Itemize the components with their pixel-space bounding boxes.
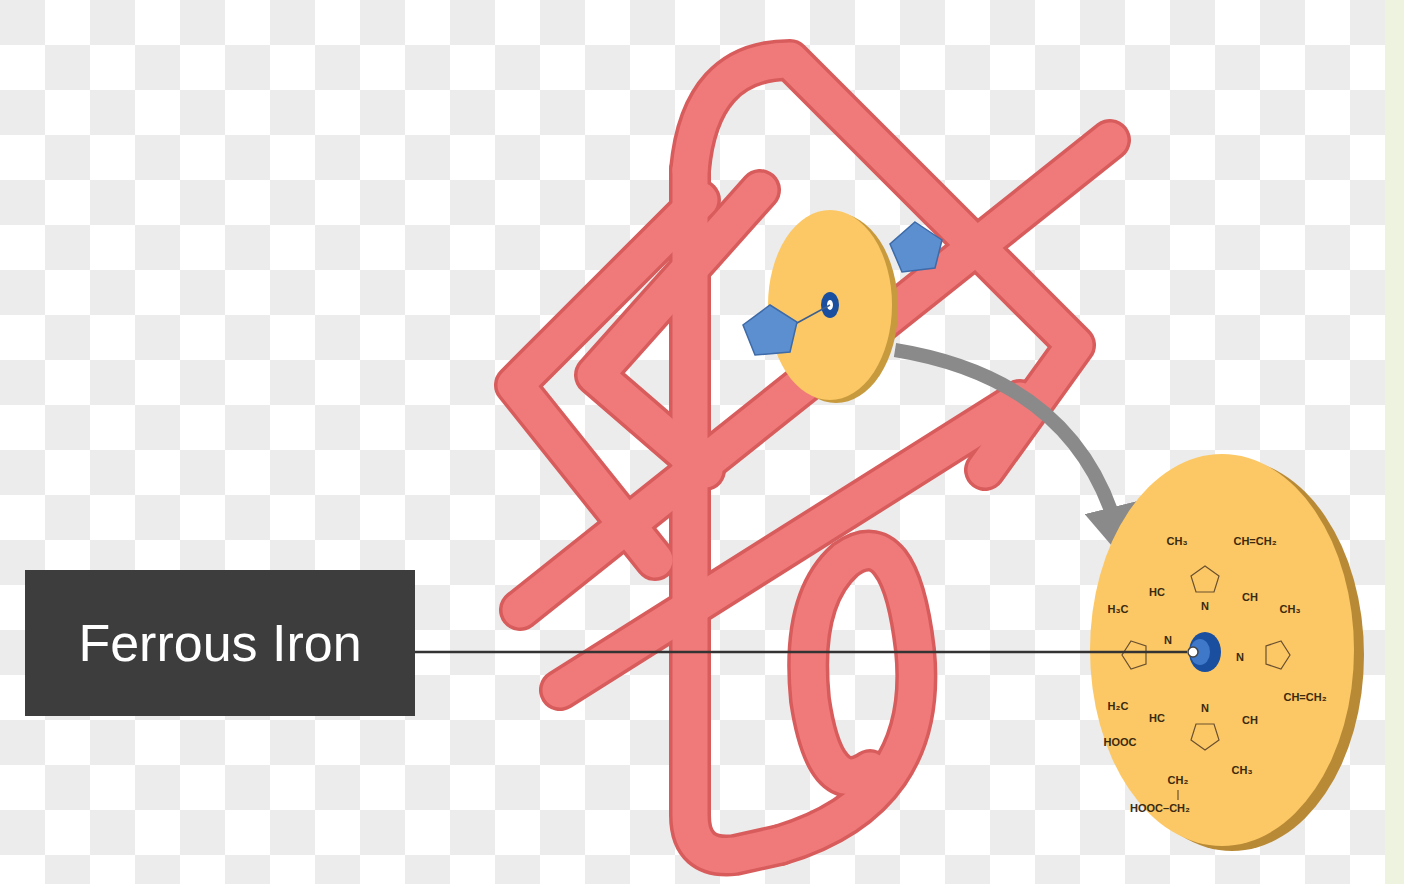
ribbon-tube — [780, 551, 916, 845]
leader-line — [415, 651, 1187, 654]
formula-label: CH₃ — [1167, 536, 1188, 547]
formula-label: N — [1164, 635, 1172, 646]
formula-label: CH=CH₂ — [1283, 692, 1326, 703]
formula-label: CH=CH₂ — [1233, 536, 1276, 547]
label-box: Ferrous Iron — [25, 570, 415, 716]
formula-label: N — [1201, 601, 1209, 612]
formula-label: CH₂ — [1168, 775, 1189, 786]
formula-label: CH₃ — [1280, 604, 1301, 615]
formula-label: N — [1201, 703, 1209, 714]
formula-label: H₃C — [1108, 604, 1129, 615]
pyrrole-rings — [1122, 566, 1290, 800]
formula-label: HOOC — [1104, 737, 1137, 748]
zoom-arrow — [895, 350, 1120, 540]
ribbon-tube — [560, 400, 1020, 690]
heme-disc — [1090, 454, 1354, 846]
ribbon-outline — [780, 551, 916, 845]
label-text: Ferrous Iron — [78, 613, 361, 673]
ribbon-tube — [690, 170, 780, 856]
heme-disc — [768, 210, 892, 400]
histidine-pentagon — [743, 305, 797, 355]
formula-label: HOOC–CH₂ — [1130, 803, 1190, 814]
histidine-pentagon — [890, 222, 942, 272]
ribbon-outline — [690, 170, 780, 856]
formula-label: HC — [1149, 713, 1165, 724]
formula-label: H₂C — [1108, 701, 1129, 712]
iron-point — [1188, 647, 1198, 657]
formula-label: HC — [1149, 587, 1165, 598]
formula-label: CH₃ — [1232, 765, 1253, 776]
iron-atom — [1189, 632, 1221, 672]
formula-label: CH — [1242, 715, 1258, 726]
protein-ribbon — [515, 60, 1110, 856]
formula-label: N — [1236, 652, 1244, 663]
formula-label: CH — [1242, 592, 1258, 603]
side-strip — [1385, 0, 1404, 884]
